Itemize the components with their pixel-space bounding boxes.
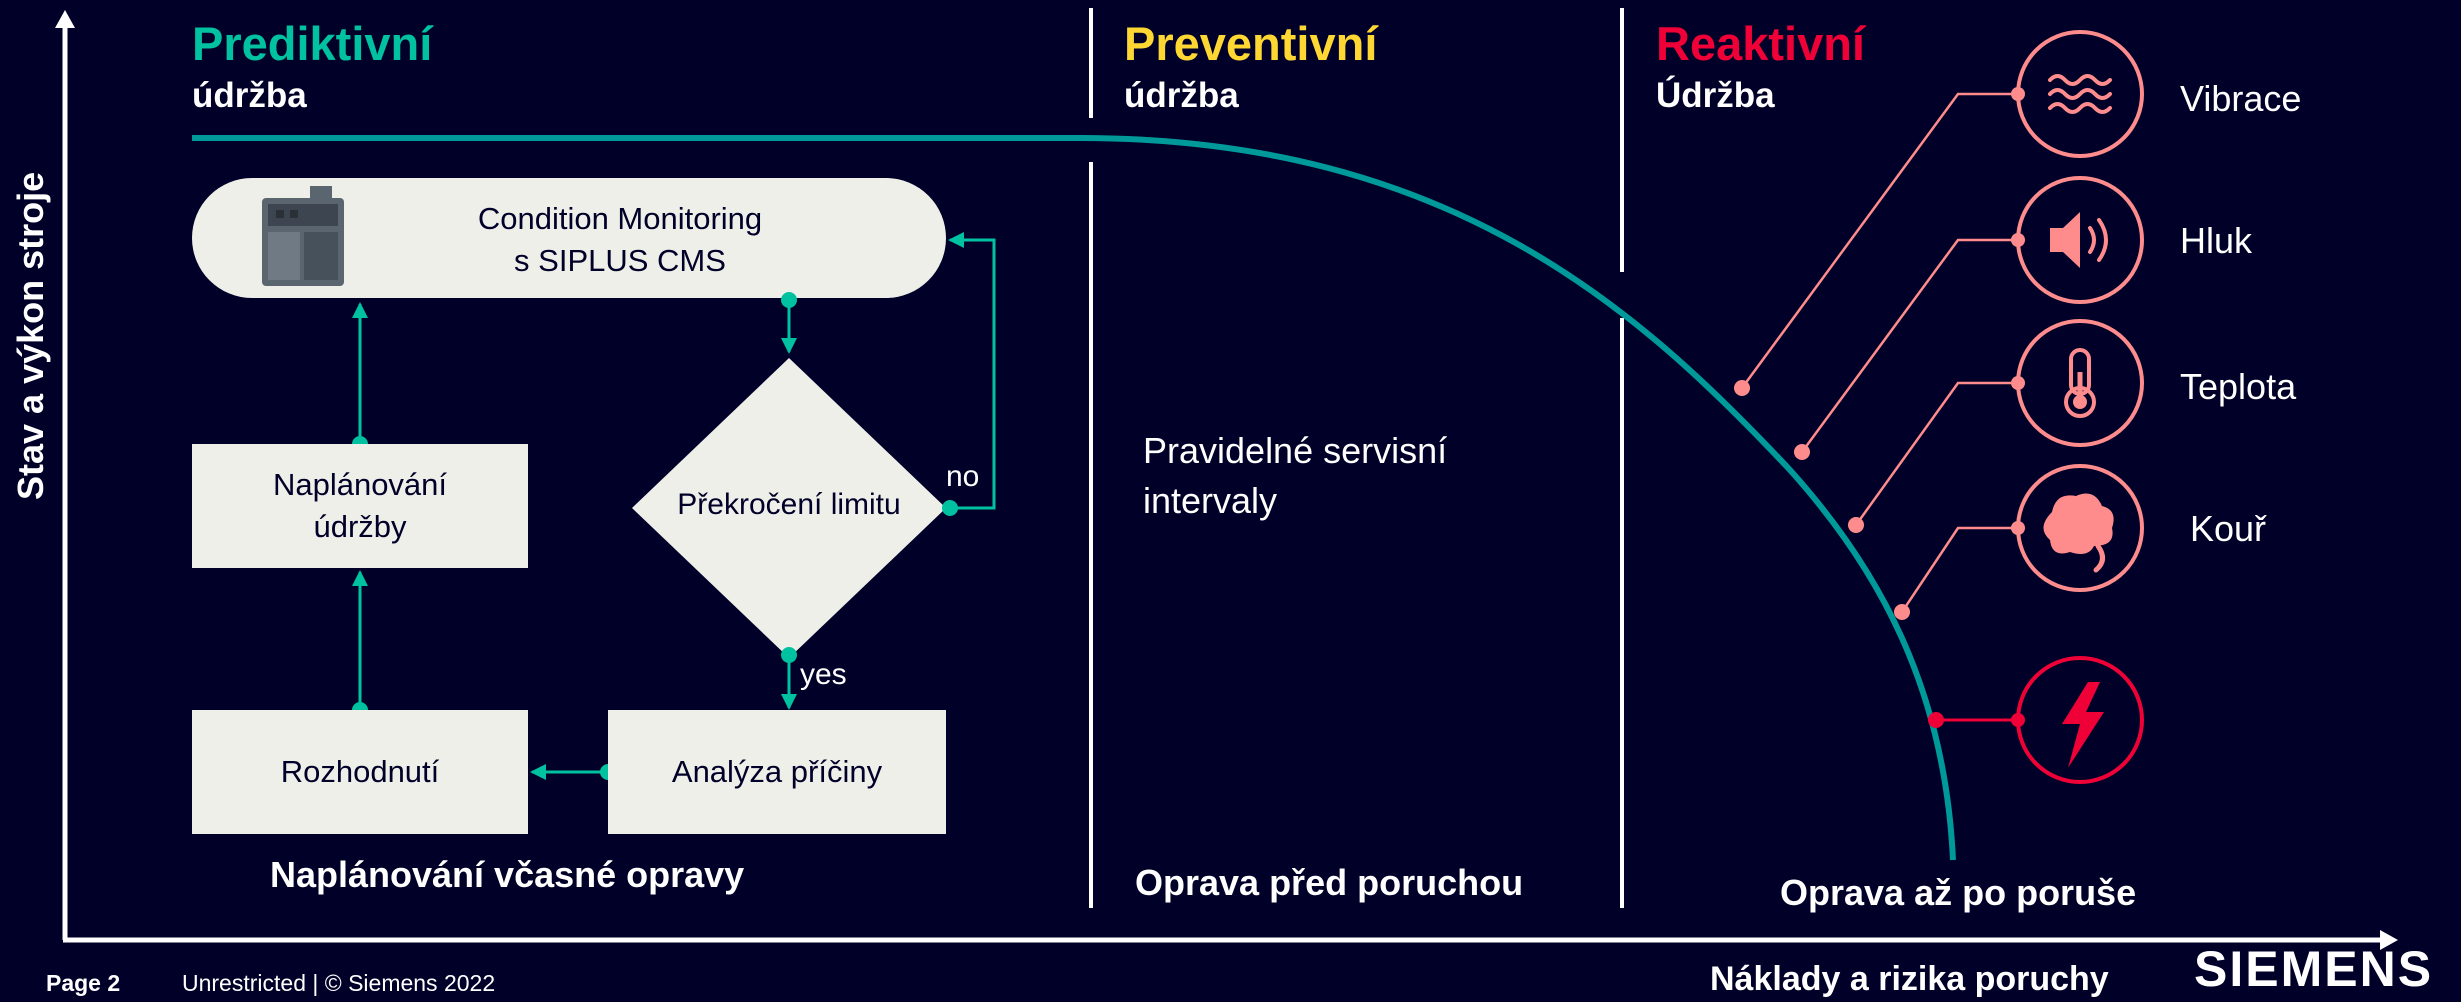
sensor-label-kour: Kouř	[2190, 508, 2267, 549]
x-axis-label: Náklady a rizika poruchy	[1710, 960, 2109, 998]
sensor-label-vibrace: Vibrace	[2180, 78, 2302, 119]
sensor-label-teplota: Teplota	[2180, 366, 2297, 407]
monitoring-label-line1: Condition Monitoring	[477, 201, 763, 236]
sensor-circles	[2016, 30, 2144, 784]
y-axis-arrowhead	[55, 10, 75, 28]
x-axis-arrowhead	[2380, 930, 2398, 950]
decision-label: Překročení limitu	[677, 488, 901, 521]
predictive-bottom-label: Naplánování včasné opravy	[270, 854, 745, 895]
speaker-icon	[2050, 212, 2108, 268]
siemens-logo: SIEMENS	[2194, 941, 2434, 997]
page-number: Page 2	[46, 970, 121, 996]
preventive-title: Preventivní	[1124, 17, 1378, 70]
monitoring-label-line2: s SIPLUS CMS	[514, 242, 726, 278]
plan-maintenance-box: Naplánování údržby	[192, 444, 528, 568]
siplus-device-image	[262, 186, 344, 286]
sensor-dots	[1734, 87, 2025, 620]
vibration-waves-icon	[2048, 74, 2112, 114]
reactive-bottom-label: Oprava až po poruše	[1780, 872, 2137, 913]
preventive-bottom-label: Oprava před poruchou	[1135, 862, 1524, 903]
degradation-curve	[192, 135, 1956, 861]
plan-line1: Naplánování	[272, 467, 448, 503]
reactive-subtitle: Údržba	[1656, 76, 1775, 115]
predictive-subtitle: údržba	[192, 76, 307, 115]
flow-connectors	[352, 232, 996, 780]
monitoring-label: Condition Monitoring s SIPLUS CMS	[380, 198, 860, 282]
smoke-icon	[2043, 493, 2114, 573]
classification-text: Unrestricted | © Siemens 2022	[182, 970, 496, 996]
plan-line2: údržby	[313, 509, 407, 544]
predictive-title: Prediktivní	[192, 17, 433, 70]
lightning-bolt-icon	[2062, 682, 2104, 768]
sensor-label-hluk: Hluk	[2180, 220, 2253, 261]
failure-dot-curve	[1928, 712, 1944, 728]
decision-diamond-shape	[632, 358, 946, 658]
no-label: no	[946, 460, 980, 493]
thermometer-icon	[2064, 348, 2096, 418]
decision-box: Rozhodnutí	[192, 710, 528, 834]
monitoring-pill-shape	[192, 178, 946, 298]
reactive-title: Reaktivní	[1656, 17, 1865, 70]
yes-label: yes	[800, 658, 847, 691]
sensor-connectors	[1740, 92, 2018, 613]
preventive-body: Pravidelné servisní intervaly	[1143, 430, 1448, 522]
y-axis-label: Stav a výkon stroje	[10, 171, 51, 500]
cause-analysis-box: Analýza příčiny	[608, 710, 946, 834]
preventive-subtitle: údržba	[1124, 76, 1239, 115]
